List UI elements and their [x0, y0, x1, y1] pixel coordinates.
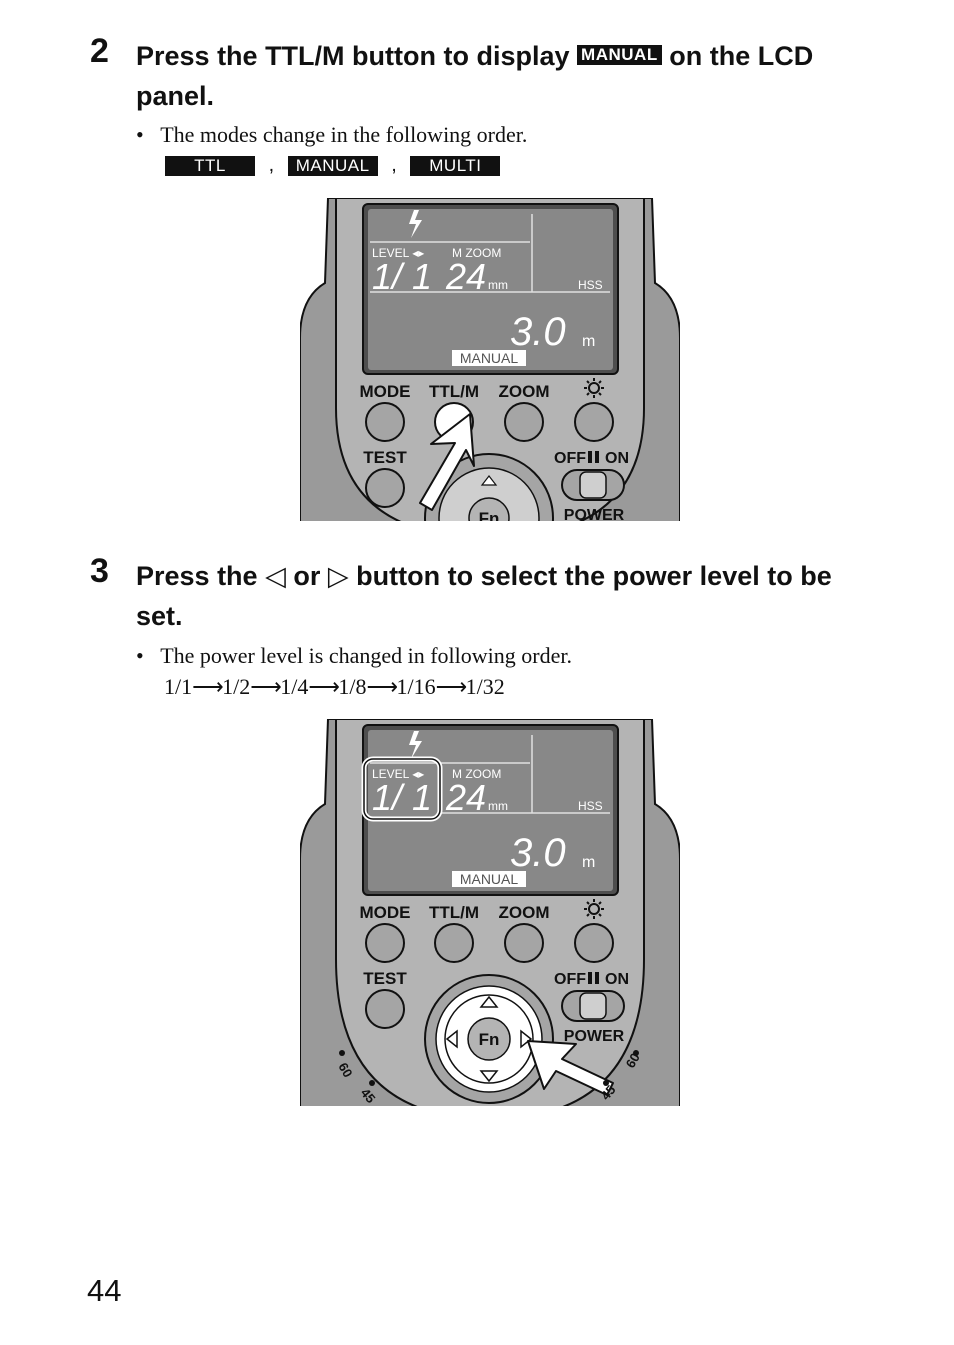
zoom-unit: mm: [488, 799, 508, 813]
level-item: 1/4: [280, 674, 309, 699]
mode-button: [365, 923, 405, 963]
level-item: 1/32: [465, 674, 505, 699]
bullet-item: • The modes change in the following orde…: [136, 122, 527, 148]
level-sequence: 1/1⟶1/2⟶1/4⟶1/8⟶1/16⟶1/32: [164, 674, 505, 700]
level-value: 1/ 1: [372, 256, 432, 297]
pointer-arrow: [419, 413, 475, 511]
zoom-label: M ZOOM: [452, 246, 501, 260]
light-icon: [584, 378, 604, 398]
zoom-value: 24: [445, 777, 486, 818]
angle-label: 60: [335, 1060, 355, 1080]
flash-device-illustration-1: LEVEL ◂▸ M ZOOM 1/ 1 24 mm HSS 3.0 m MAN…: [300, 198, 680, 521]
level-item: 1/8: [338, 674, 367, 699]
level-label: LEVEL ◂▸: [372, 767, 424, 781]
ttlm-button: [434, 923, 474, 963]
bullet-icon: •: [136, 643, 144, 668]
separator: ,: [268, 154, 275, 176]
heading-text: panel.: [136, 81, 215, 111]
heading-text: or: [293, 561, 321, 591]
off-label: OFF: [554, 971, 586, 988]
hss-label: HSS: [578, 278, 603, 292]
step-heading: Press the TTL/M button to display MANUAL…: [136, 36, 926, 116]
level-item: 1/1: [164, 674, 193, 699]
left-button-icon: ◁: [265, 561, 286, 591]
heading-text: set.: [136, 601, 183, 631]
manual-badge: MANUAL: [577, 44, 662, 65]
distance-value: 3.0: [510, 310, 566, 354]
test-label: TEST: [363, 969, 407, 988]
distance-unit: m: [582, 333, 595, 350]
mode-label: MODE: [360, 903, 411, 922]
distance-unit: m: [582, 854, 595, 871]
ttlm-label: TTL/M: [429, 903, 479, 922]
arrow-right-icon: ⟶: [435, 674, 468, 699]
ttlm-label: TTL/M: [429, 382, 479, 401]
fn-label: Fn: [479, 509, 500, 521]
on-label: ON: [605, 450, 629, 467]
zoom-button: [504, 402, 544, 442]
mode-label: MODE: [360, 382, 411, 401]
arrow-right-icon: ⟶: [192, 674, 224, 699]
fn-label: Fn: [479, 1030, 500, 1049]
test-button: [365, 989, 405, 1029]
zoom-unit: mm: [488, 278, 508, 292]
up-arrow-icon: [479, 995, 499, 1008]
mode-sequence: TTL , MANUAL , MULTI: [165, 154, 501, 177]
power-label: POWER: [564, 507, 625, 521]
right-button-icon: ▷: [327, 561, 349, 591]
pointer-arrow: [527, 1040, 614, 1096]
step-heading: Press the ◁ or ▷ button to select the po…: [136, 556, 926, 636]
light-icon: [584, 899, 604, 919]
angle-label: 60: [623, 1050, 643, 1070]
test-label: TEST: [363, 448, 407, 467]
arrow-right-icon: ⟶: [366, 674, 399, 699]
mode-button: [365, 402, 405, 442]
zoom-label: M ZOOM: [452, 767, 501, 781]
bullet-item: • The power level is changed in followin…: [136, 643, 572, 669]
zoom-button-label: ZOOM: [499, 382, 550, 401]
light-button: [574, 923, 614, 963]
step-number: 2: [90, 32, 109, 70]
arrow-right-icon: ⟶: [250, 674, 282, 699]
power-label: POWER: [564, 1028, 625, 1045]
level-value: 1/ 1: [372, 777, 432, 818]
flash-icon: [409, 210, 422, 238]
level-item: 1/16: [396, 674, 436, 699]
left-arrow-icon: [445, 1029, 458, 1049]
distance-value: 3.0: [510, 831, 566, 875]
zoom-button-label: ZOOM: [499, 903, 550, 922]
flash-device-illustration-2: LEVEL ◂▸ M ZOOM 1/ 1 24 mm HSS 3.0 m MAN…: [300, 719, 680, 1106]
mode-badge-multi: MULTI: [410, 155, 501, 176]
hss-label: HSS: [578, 799, 603, 813]
manual-indicator: MANUAL: [460, 871, 519, 887]
manual-indicator: MANUAL: [460, 350, 519, 366]
separator: ,: [391, 154, 397, 176]
mode-badge-ttl: TTL: [165, 155, 255, 176]
heading-text: Press the TTL/M button to display: [136, 41, 570, 71]
down-arrow-icon: [479, 1070, 499, 1083]
bullet-text: The modes change in the following order.: [160, 122, 528, 147]
heading-text: Press the: [136, 561, 258, 591]
heading-text: on the LCD: [669, 41, 814, 71]
right-arrow-icon: [520, 1029, 533, 1049]
bullet-icon: •: [136, 122, 144, 147]
zoom-button: [504, 923, 544, 963]
flash-icon: [409, 731, 422, 759]
zoom-value: 24: [445, 256, 486, 297]
arrow-right-icon: ⟶: [308, 674, 340, 699]
level-item: 1/2: [222, 674, 251, 699]
step-number: 3: [90, 552, 109, 590]
bullet-text: The power level is changed in following …: [160, 643, 572, 668]
heading-text: button to select the power level to be: [356, 561, 832, 591]
test-button: [365, 468, 405, 508]
off-label: OFF: [554, 450, 586, 467]
page-number: 44: [87, 1273, 122, 1308]
light-button: [574, 402, 614, 442]
on-label: ON: [605, 971, 629, 988]
level-label: LEVEL ◂▸: [372, 246, 424, 260]
mode-badge-manual: MANUAL: [287, 155, 378, 176]
